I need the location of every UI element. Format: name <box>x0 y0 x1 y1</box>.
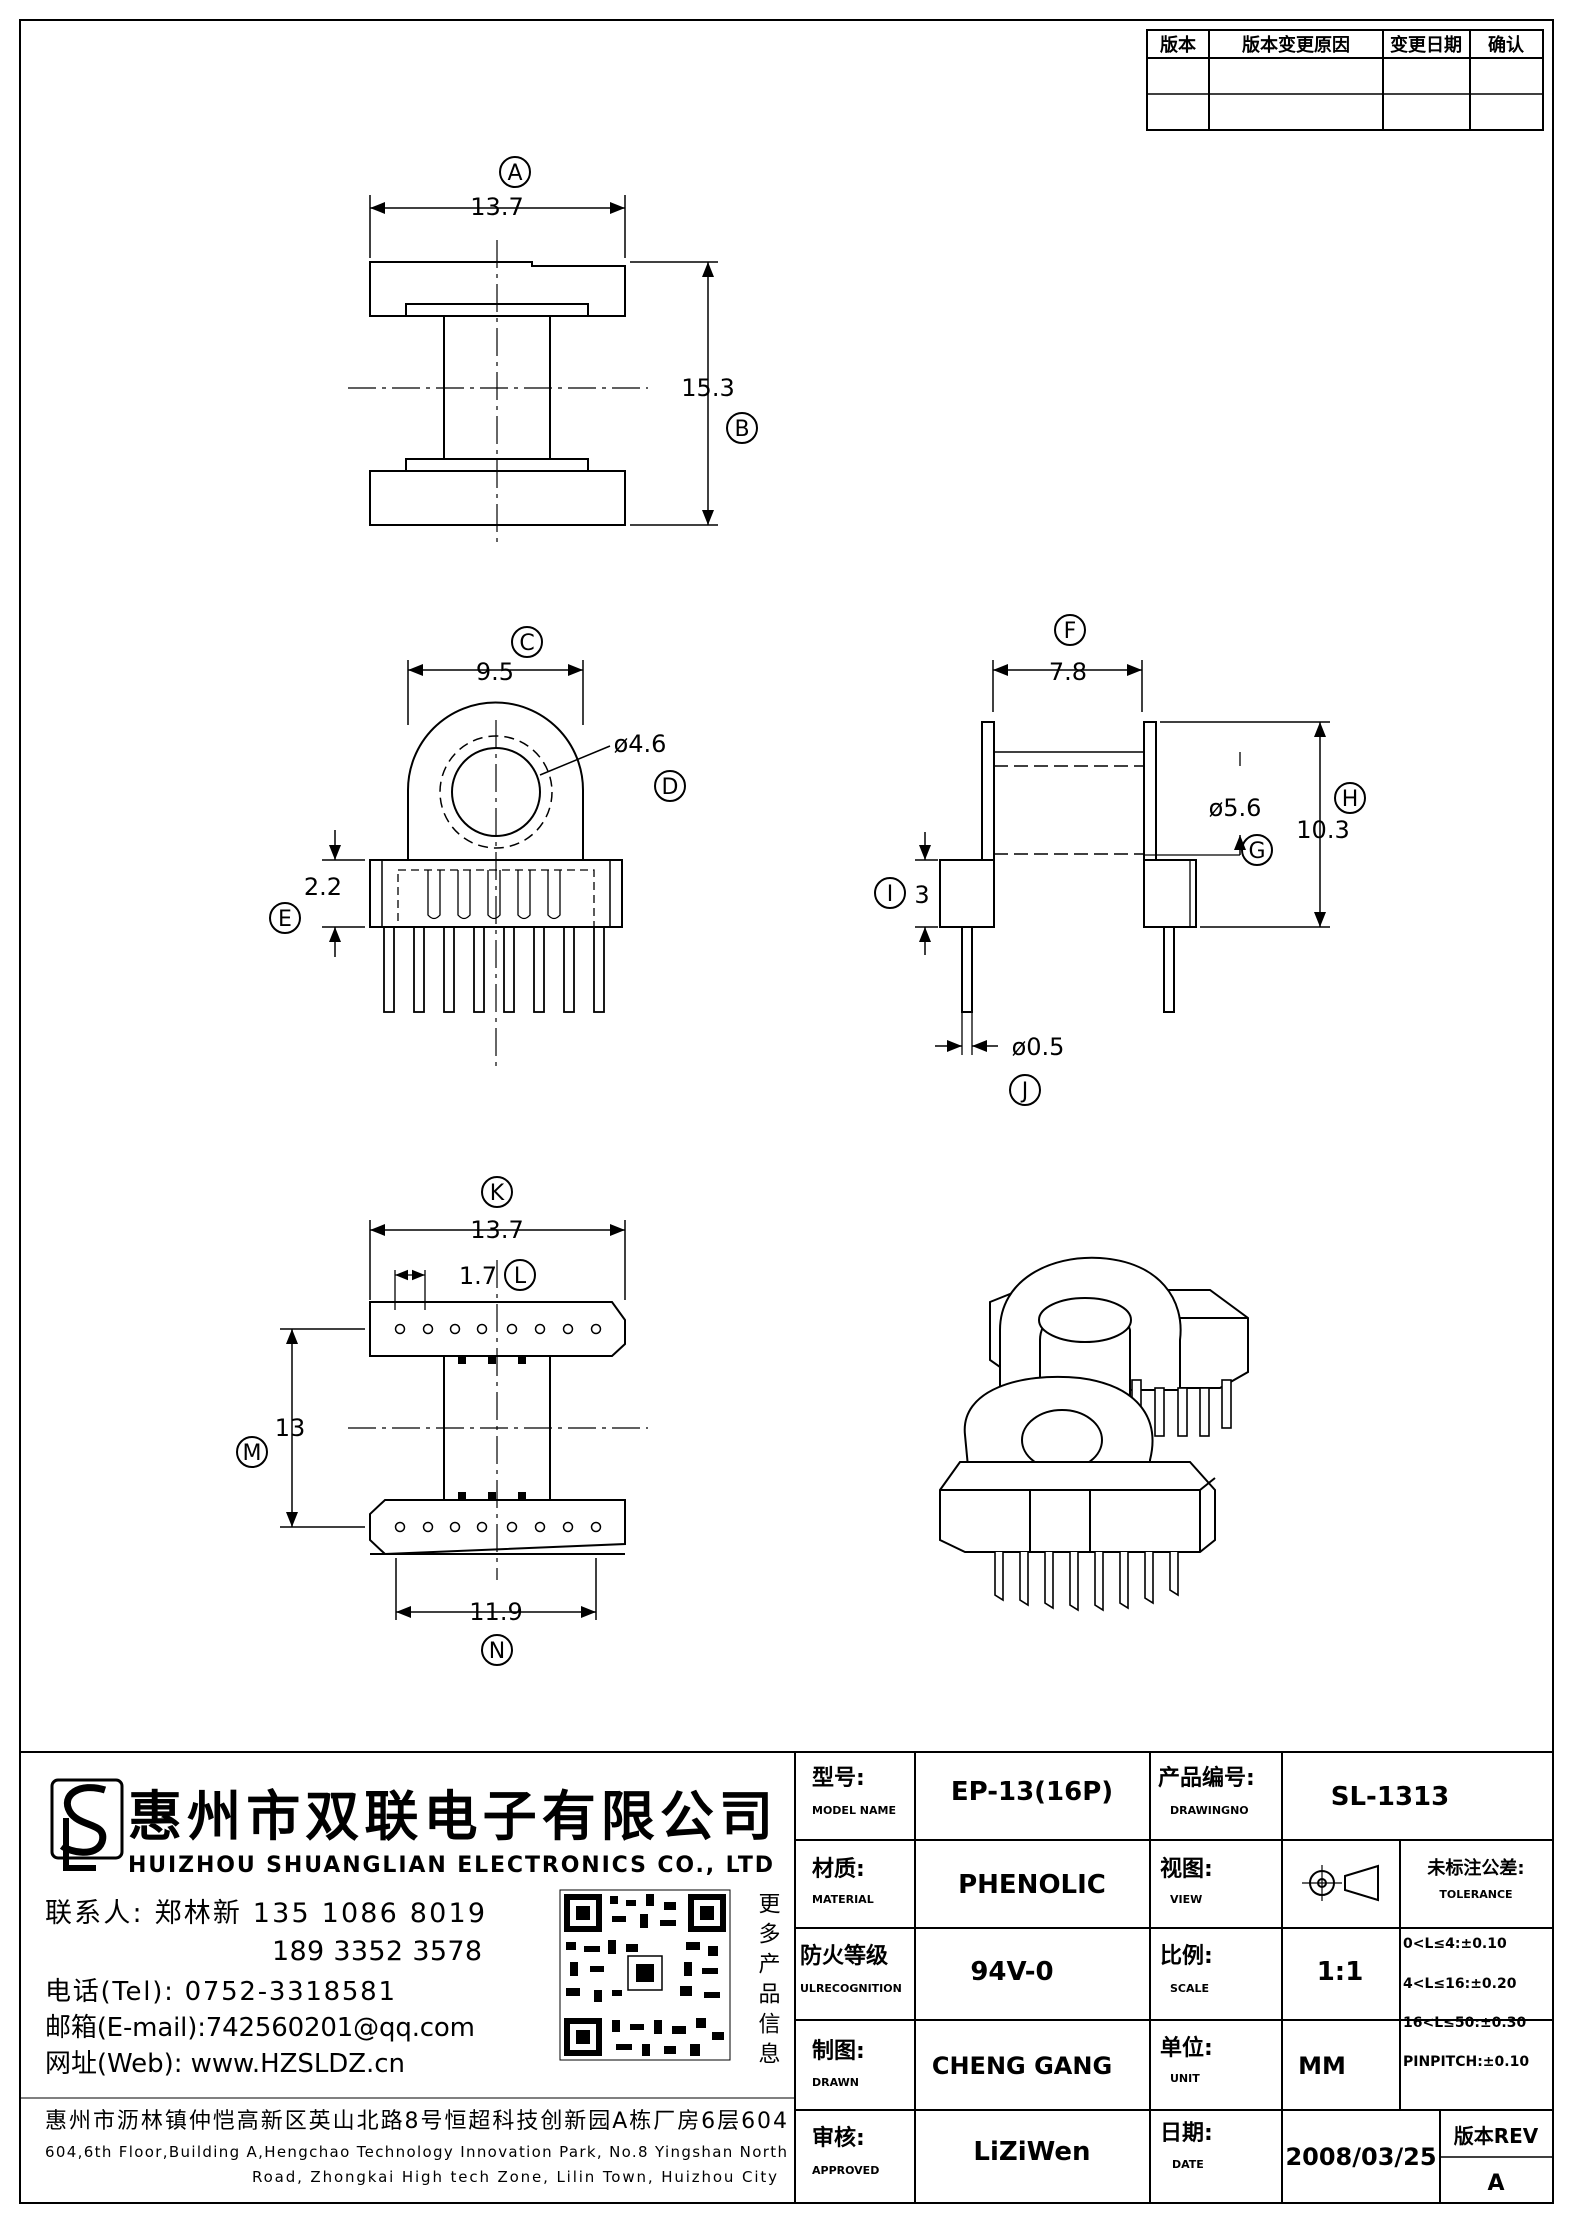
drawing-label-en: DRAWINGNO <box>1170 1804 1249 1817</box>
side-view: F 7.8 ø5.6 G 10.3 H <box>874 614 1366 1106</box>
revision-table: 版本 版本变更原因 变更日期 确认 <box>1146 29 1544 131</box>
dim-a: 13.7 <box>470 193 523 221</box>
rev-header-confirm: 确认 <box>1488 34 1525 56</box>
label-a: A <box>507 161 522 186</box>
address-en-1: 604,6th Floor,Building A,Hengchao Techno… <box>45 2143 787 2161</box>
unit-label: 单位: <box>1160 2035 1213 2061</box>
rev-header-reason: 版本变更原因 <box>1242 34 1350 56</box>
drawing-value: SL-1313 <box>1331 1782 1449 1812</box>
model-label: 型号: <box>812 1766 865 1791</box>
scale-label-en: SCALE <box>1170 1982 1209 1995</box>
label-m: M <box>243 1441 262 1466</box>
more-info-label: 更多产品信息 <box>755 1892 781 2072</box>
scale-value: 1:1 <box>1317 1957 1364 1987</box>
dim-j: ø0.5 <box>1012 1033 1065 1061</box>
tolerance-row-3: 16<L≤50:±0.30 <box>1403 2015 1526 2031</box>
label-c: C <box>519 631 534 656</box>
approved-label: 审核: <box>812 2125 865 2151</box>
dim-c: 9.5 <box>476 658 514 686</box>
drawn-label: 制图: <box>812 2039 865 2064</box>
dim-f: 7.8 <box>1049 658 1087 686</box>
title-block-text: 型号: MODEL NAME EP-13(16P) 产品编号: DRAWINGN… <box>800 1765 1539 2196</box>
bottom-view: K 13.7 1.7 L <box>236 1176 648 1666</box>
email-line: 邮箱(E-mail):742560201@qq.com <box>45 2013 475 2043</box>
tolerance-row-1: 0<L≤4:±0.10 <box>1403 1936 1507 1952</box>
tel-line: 电话(Tel): 0752-3318581 <box>45 1977 395 2007</box>
material-label-en: MATERIAL <box>812 1893 874 1906</box>
drawn-value: CHENG GANG <box>932 2052 1112 2080</box>
label-n: N <box>489 1639 505 1664</box>
drawing-label: 产品编号: <box>1158 1765 1255 1791</box>
top-view: A 13.7 15.3 B <box>348 156 758 548</box>
sheet-border <box>19 19 1554 2204</box>
fire-label: 防火等级 <box>800 1943 888 1969</box>
third-angle-projection-icon <box>1302 1864 1379 1902</box>
front-view: C 9.5 ø4.6 D <box>269 626 686 1070</box>
title-block <box>20 1751 1553 2203</box>
address-en-2: Road, Zhongkai High tech Zone, Lilin Tow… <box>252 2168 777 2186</box>
dim-e: 2.2 <box>304 873 342 901</box>
model-label-en: MODEL NAME <box>812 1804 896 1817</box>
unit-value: MM <box>1298 2052 1346 2080</box>
dim-d: ø4.6 <box>614 730 667 758</box>
dim-h: 10.3 <box>1296 816 1349 844</box>
approved-label-en: APPROVED <box>812 2164 879 2177</box>
label-f: F <box>1064 619 1077 644</box>
company-name-en: HUIZHOU SHUANGLIAN ELECTRONICS CO., LTD <box>128 1853 773 1878</box>
rev-header-date: 变更日期 <box>1390 34 1462 56</box>
qr-code-icon <box>559 1889 731 2061</box>
date-label-en: DATE <box>1172 2158 1204 2171</box>
label-h: H <box>1342 787 1359 812</box>
label-j: J <box>1020 1079 1029 1104</box>
address-cn: 惠州市沥林镇仲恺高新区英山北路8号恒超科技创新园A栋厂房6层604 <box>45 2109 787 2134</box>
rev-header-version: 版本 <box>1160 34 1196 56</box>
dim-k: 13.7 <box>470 1216 523 1244</box>
dim-b: 15.3 <box>681 374 734 402</box>
tolerance-label: 未标注公差: <box>1427 1857 1524 1879</box>
label-b: B <box>734 417 749 442</box>
dim-g: ø5.6 <box>1209 794 1262 822</box>
logo-icon <box>50 1778 124 1871</box>
drawn-label-en: DRAWN <box>812 2076 859 2089</box>
label-k: K <box>490 1181 505 1206</box>
fire-value: 94V-0 <box>970 1957 1053 1987</box>
label-i: I <box>887 882 894 907</box>
rev-value: A <box>1487 2171 1504 2196</box>
date-label: 日期: <box>1160 2121 1213 2146</box>
model-value: EP-13(16P) <box>951 1777 1113 1807</box>
company-block: 惠州市双联电子有限公司 HUIZHOU SHUANGLIAN ELECTRONI… <box>20 1778 795 2186</box>
tolerance-label-en: TOLERANCE <box>1439 1888 1512 1901</box>
label-d: D <box>662 775 679 800</box>
fire-label-en: ULRECOGNITION <box>800 1982 902 1995</box>
dim-n: 11.9 <box>469 1598 522 1626</box>
approved-value: LiZiWen <box>973 2137 1090 2167</box>
tolerance-row-2: 4<L≤16:±0.20 <box>1403 1976 1517 1992</box>
view-label: 视图: <box>1160 1856 1213 1882</box>
tolerance-row-4: PINPITCH:±0.10 <box>1403 2054 1529 2070</box>
company-name-cn: 惠州市双联电子有限公司 <box>128 1785 773 1848</box>
contact-line: 联系人: 郑林新 135 1086 8019 <box>45 1898 485 1929</box>
label-g: G <box>1248 839 1265 864</box>
rev-label: 版本REV <box>1454 2124 1539 2148</box>
material-label: 材质: <box>812 1857 865 1882</box>
date-value: 2008/03/25 <box>1285 2143 1436 2171</box>
web-line: 网址(Web): www.HZSLDZ.cn <box>45 2049 405 2079</box>
contact-line-2: 189 3352 3578 <box>272 1936 482 1967</box>
isometric-view <box>939 1256 1249 1612</box>
dim-m: 13 <box>275 1414 306 1442</box>
label-l: L <box>514 1264 527 1289</box>
view-label-en: VIEW <box>1170 1893 1202 1906</box>
label-e: E <box>278 907 292 932</box>
dim-l: 1.7 <box>459 1262 497 1290</box>
scale-label: 比例: <box>1160 1944 1213 1969</box>
dim-i: 3 <box>914 881 929 909</box>
material-value: PHENOLIC <box>958 1870 1106 1900</box>
unit-label-en: UNIT <box>1170 2072 1200 2085</box>
